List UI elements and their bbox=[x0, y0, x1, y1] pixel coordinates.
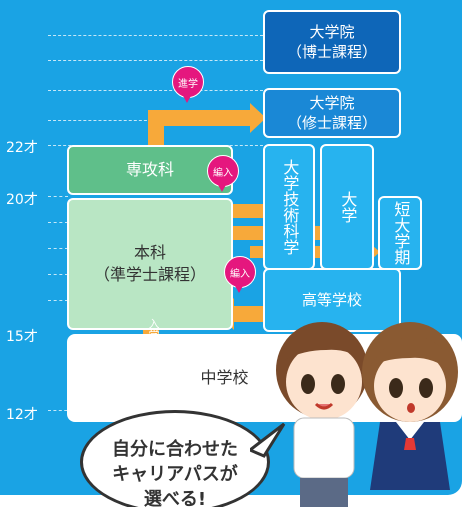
advance-badge-tail bbox=[182, 94, 192, 103]
grid-line bbox=[48, 222, 68, 223]
advanced-course-box: 専攻科 bbox=[67, 145, 233, 195]
student-characters-illustration bbox=[276, 322, 458, 507]
age-label-12: 12才 bbox=[6, 407, 38, 423]
main-course-box: 本科 （準学士課程） bbox=[67, 198, 233, 330]
high-school-box: 高等学校 bbox=[263, 268, 401, 332]
advance-arrow bbox=[148, 103, 266, 145]
grid-line bbox=[48, 196, 68, 197]
age-label-20: 20才 bbox=[6, 192, 38, 208]
grid-line bbox=[48, 248, 68, 249]
university-box: 大学 bbox=[320, 144, 374, 270]
tech-university-box: 大学技術科学 bbox=[263, 144, 315, 270]
advance-badge: 進学 bbox=[172, 66, 204, 98]
girl-character bbox=[362, 322, 458, 490]
boy-character bbox=[276, 322, 368, 507]
graduate-masters-box: 大学院 （修士課程） bbox=[263, 88, 401, 138]
junior-high-label: 中学校 bbox=[200, 368, 249, 388]
transfer-badge-bottom: 編入 bbox=[224, 256, 256, 288]
junior-college-label: 短大学期 bbox=[391, 201, 411, 265]
transfer-badge-top-tail bbox=[217, 183, 227, 192]
transfer-badge-top: 編入 bbox=[207, 155, 239, 187]
speech-bubble: 自分に合わせた キャリアパスが 選べる! bbox=[80, 410, 270, 507]
grid-line bbox=[48, 274, 68, 275]
age-label-15: 15才 bbox=[6, 329, 38, 345]
graduate-doctoral-box: 大学院 （博士課程） bbox=[263, 10, 401, 74]
grid-line bbox=[48, 410, 78, 411]
grid-line bbox=[48, 300, 68, 301]
age-label-22: 22才 bbox=[6, 140, 38, 156]
transfer-badge-bottom-tail bbox=[234, 284, 244, 293]
grid-line bbox=[48, 60, 263, 61]
grid-line bbox=[48, 35, 263, 36]
university-label: 大学 bbox=[338, 191, 358, 223]
entry-label: 入学 bbox=[147, 318, 160, 340]
junior-college-box: 短大学期 bbox=[378, 196, 422, 270]
tech-university-label: 大学技術科学 bbox=[280, 159, 300, 255]
grid-line bbox=[48, 90, 263, 91]
speech-bubble-tail bbox=[250, 422, 286, 458]
